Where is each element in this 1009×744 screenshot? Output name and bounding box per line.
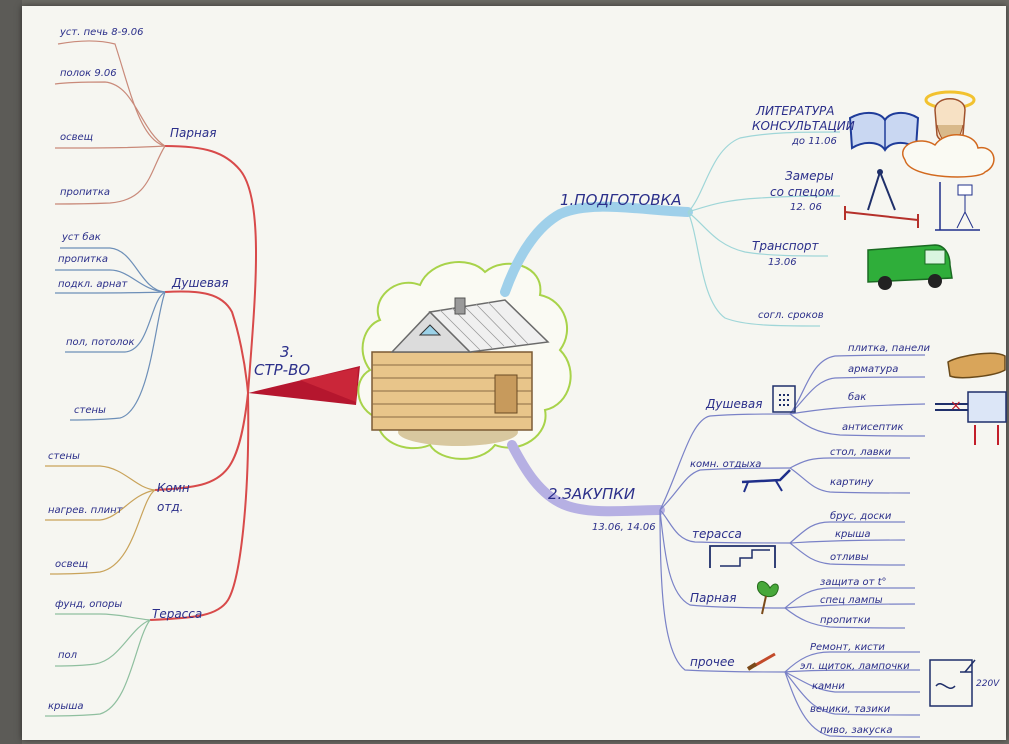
purch-dush-1: плитка, панели	[848, 343, 931, 354]
brush-icon	[746, 652, 776, 671]
purch-pro-1: Ремонт, кисти	[810, 642, 885, 653]
purch-komn: комн. отдыха	[690, 459, 762, 470]
purch-ter-1: брус, доски	[830, 511, 892, 522]
purchases-sub-branches	[659, 354, 926, 738]
lounge-chair-icon	[741, 469, 791, 493]
purchases-dates: 13.06, 14.06	[592, 522, 656, 533]
purch-terassa: терасса	[692, 527, 742, 541]
purch-dush-3: бак	[848, 392, 867, 403]
leaf-parnaya-4: пропитка	[60, 187, 111, 198]
leaf-terassa-3: крыша	[48, 701, 84, 712]
prep-trans-date: 13.06	[768, 257, 797, 268]
leaf-parnaya-2: полок 9.06	[60, 68, 117, 79]
leaf-komn-3: освещ	[55, 559, 89, 570]
branch-prep	[500, 201, 693, 297]
electric-panel-icon	[929, 659, 976, 707]
leaf-dushevaya-5: стены	[74, 405, 106, 416]
node-komn: Комн	[157, 481, 190, 495]
left-sub-branches	[44, 40, 166, 717]
prep-literature: ЛИТЕРАТУРА	[756, 104, 835, 118]
background-edge	[0, 0, 22, 744]
left-red-branches	[149, 145, 257, 621]
leaf-terassa-2: пол	[58, 650, 78, 661]
prep-zam-date: 12. 06	[790, 202, 822, 213]
leaf-parnaya-3: освещ	[60, 132, 94, 143]
branch-purchases	[507, 440, 665, 517]
tank-icon: ×	[935, 391, 1007, 445]
purch-par-2: спец лампы	[820, 595, 883, 606]
purch-pro-2: эл. щиток, лампочки	[800, 661, 910, 672]
leaf-terassa-1: фунд, опоры	[55, 599, 123, 610]
node-komn-2: отд.	[157, 500, 184, 514]
purch-komn-1: стол, лавки	[830, 447, 892, 458]
leaf-komn-1: стены	[48, 451, 80, 462]
leaf-komn-2: нагрев. плинт	[48, 505, 123, 516]
center-label: СТР-ВО	[254, 361, 311, 379]
leaf-dushevaya-4: пол, потолок	[66, 337, 135, 348]
surveyor-icon	[935, 182, 980, 231]
branch-terassa	[149, 392, 250, 621]
voltage-label: 220V	[976, 679, 1000, 689]
van-icon	[867, 244, 953, 290]
node-prep: 1.ПОДГОТОВКА	[560, 191, 682, 209]
prep-spec: со спецом	[770, 185, 835, 199]
prep-lit-date: до 11.06	[792, 136, 837, 147]
purch-par-3: пропитки	[820, 615, 871, 626]
node-parnaya: Парная	[170, 126, 217, 140]
prep-sub-branches	[687, 131, 841, 327]
branch-parnaya	[164, 145, 257, 394]
center-label-number: 3.	[280, 343, 295, 361]
shower-icon	[772, 385, 796, 413]
purch-pro-4: веники, тазики	[810, 704, 891, 715]
prep-zamery: Замеры	[785, 169, 834, 183]
purch-pro-5: пиво, закуска	[820, 725, 893, 736]
leaf-dushevaya-3: подкл. арнат	[58, 279, 128, 290]
prep-transport: Транспорт	[752, 239, 819, 253]
house-icon	[371, 297, 550, 446]
leaf-parnaya-1: уст. печь 8-9.06	[60, 27, 144, 38]
node-terassa: Терасса	[152, 607, 203, 621]
measure-icon	[844, 169, 919, 228]
leaf-dushevaya-1: уст бак	[62, 232, 101, 243]
purch-dushevaya: Душевая	[706, 397, 763, 411]
sage-on-cloud-icon	[902, 90, 995, 178]
prep-consult: КОНСУЛЬТАЦИИ	[752, 119, 855, 133]
broom-icon	[756, 581, 779, 615]
stairs-icon	[709, 545, 776, 568]
center-wedge-highlight	[300, 368, 358, 402]
purch-ter-2: крыша	[835, 529, 871, 540]
leaf-dushevaya-2: пропитка	[58, 254, 109, 265]
branch-komn	[154, 392, 249, 491]
purch-pro-3: камни	[812, 681, 845, 692]
purch-dush-4: антисептик	[842, 422, 904, 433]
purch-dush-2: арматура	[848, 364, 899, 375]
branch-dushevaya	[164, 290, 249, 394]
prep-sogl: согл. сроков	[758, 310, 824, 321]
node-purchases: 2.ЗАКУПКИ	[548, 485, 636, 503]
purch-ter-3: отливы	[830, 552, 869, 563]
node-dushevaya: Душевая	[172, 276, 229, 290]
purch-parnaya: Парная	[690, 591, 737, 605]
purch-komn-2: картину	[830, 477, 874, 488]
svg-text:×: ×	[950, 398, 962, 414]
purch-prochee: прочее	[690, 655, 735, 669]
purch-par-1: защита от t°	[820, 577, 887, 588]
plank-icon	[947, 352, 1006, 379]
